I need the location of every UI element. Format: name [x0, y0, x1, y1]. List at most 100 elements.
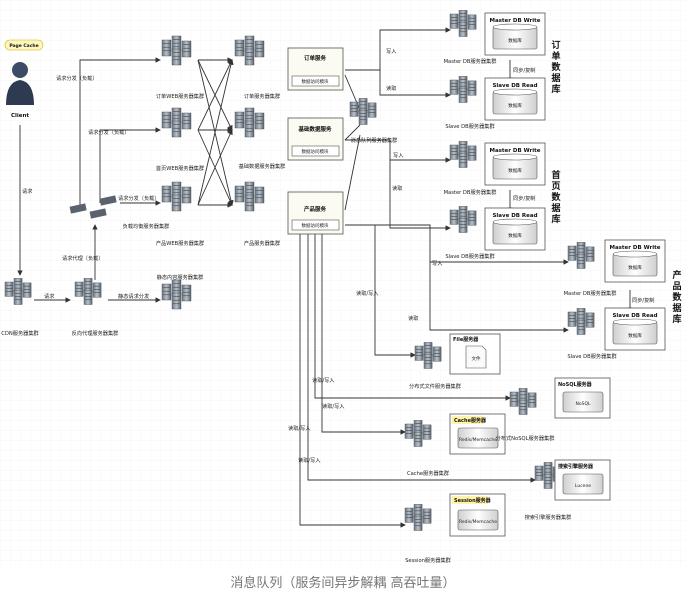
edge-write-label: 写入 [393, 152, 403, 159]
order-web-label: 订单WEB服务器集群 [156, 92, 204, 100]
edge-sync-label: 同步/复制 [513, 66, 536, 74]
svg-text:Master DB Write: Master DB Write [609, 245, 660, 251]
server-tower-icon [576, 253, 586, 269]
svg-text:Slave DB Read: Slave DB Read [612, 313, 657, 319]
server-tower-icon [527, 392, 537, 408]
server-tower-icon [467, 145, 477, 161]
server-tower-icon [585, 312, 595, 328]
server-tower-icon [404, 507, 414, 523]
server-tower-icon [467, 80, 477, 96]
edge-sync-label: 同步/复制 [632, 296, 655, 304]
edge-request-proxy-label: 请求代理（负载） [62, 254, 104, 262]
svg-text:NoSQL服务器: NoSQL服务器 [558, 381, 593, 388]
edge-static-dispatch-label: 静态请求分发 [118, 292, 149, 300]
server-tower-icon [181, 186, 192, 204]
server-tower-icon [413, 515, 423, 531]
order-slave-db: Slave DB Read 数据库 [484, 77, 546, 121]
server-tower-icon [234, 111, 245, 129]
product-service-cluster-label: 产品服务器集群 [244, 239, 280, 247]
data-access-module-label: 数据访问模块 [302, 222, 329, 229]
home-db-group-label: 首页数据库 [551, 169, 561, 225]
edge-write-label: 写入 [386, 48, 396, 55]
server-tower-icon [534, 465, 544, 481]
data-access-module-label: 数据访问模块 [302, 148, 329, 155]
edge-read-label: 读取 [408, 314, 419, 322]
server-tower-icon [22, 282, 32, 298]
svg-text:Lucene: Lucene [575, 483, 591, 489]
server-tower-icon [181, 112, 192, 130]
order-service-cluster-label: 订单服务器集群 [244, 92, 280, 100]
server-tower-icon [458, 21, 468, 37]
search-server-box: 搜索引擎服务器 Lucene [554, 459, 611, 501]
edge-read-write-label: 读取/写入 [298, 456, 321, 464]
server-tower-icon [509, 391, 519, 407]
file-server-box: File服务器 文件 [449, 333, 501, 375]
server-tower-icon [181, 40, 192, 58]
cache-server-box: Cache服务器 Redis/Memcache [449, 413, 506, 455]
svg-text:文件: 文件 [472, 355, 481, 362]
server-tower-icon [254, 112, 265, 130]
reverse-proxy-label: 反向代理服务器集群 [72, 329, 119, 337]
server-tower-icon [467, 14, 477, 30]
server-tower-icon [567, 245, 577, 261]
product-web-label: 产品WEB服务器集群 [156, 239, 204, 247]
server-tower-icon [423, 353, 433, 369]
server-tower-icon [422, 424, 432, 440]
server-tower-icon [234, 185, 245, 203]
svg-text:Page Cache: Page Cache [9, 43, 38, 49]
edge-read-write-label: 读取/写入 [356, 289, 379, 297]
svg-text:Master DB Write: Master DB Write [489, 18, 540, 24]
server-tower-icon [254, 40, 265, 58]
mq-cluster-label: 消息队列服务器集群 [351, 136, 398, 144]
server-tower-icon [449, 144, 459, 160]
server-tower-icon [404, 423, 414, 439]
svg-text:Slave DB Read: Slave DB Read [492, 213, 537, 219]
svg-text:Client: Client [11, 113, 29, 119]
static-cluster-label: 静态内容服务器集群 [157, 273, 204, 281]
order-db-group-label: 订单数据库 [551, 39, 561, 95]
edge-sync-label: 同步/复制 [513, 194, 536, 202]
lb-cluster-label: 负载均衡服务器集群 [123, 222, 170, 230]
server-tower-icon [171, 120, 182, 138]
node-labels: CDN服务器集群 反向代理服务器集群 静态内容服务器集群 负载均衡服务器集群 订… [1, 57, 616, 564]
server-tower-icon [367, 102, 377, 118]
server-tower-icon [244, 194, 255, 212]
nosql-server-box: NoSQL服务器 NoSQL [554, 377, 611, 419]
product-slave-db: Slave DB Read 数据库 [604, 307, 666, 351]
server-tower-icon [74, 281, 84, 297]
edge-read-write-label: 读取/写入 [322, 402, 345, 410]
server-tower-icon [171, 181, 182, 199]
cache-cluster-label: Cache服务器集群 [407, 469, 449, 477]
home-slave-db: Slave DB Read 数据库 [484, 207, 546, 251]
svg-text:File服务器: File服务器 [453, 336, 479, 343]
edge-write-label: 写入 [432, 260, 442, 267]
server-tower-icon [414, 345, 424, 361]
server-tower-icon [423, 342, 433, 357]
svg-text:数据库: 数据库 [508, 37, 522, 44]
server-tower-icon [83, 289, 93, 305]
server-tower-icon [4, 281, 14, 297]
svg-text:Slave DB Read: Slave DB Read [492, 83, 537, 89]
server-tower-icon [358, 109, 368, 125]
server-tower-icon [449, 209, 459, 225]
edge-dispatch-2-label: 请求分发（负载） [88, 128, 130, 136]
svg-text:搜索引擎服务器: 搜索引擎服务器 [558, 463, 594, 470]
connectors [17, 27, 633, 528]
home-slave-cluster-label: Slave DB服务器集群 [445, 252, 494, 260]
server-tower-icon [543, 473, 553, 489]
server-tower-icon [576, 319, 586, 335]
edge-read-write-label: 读取/写入 [312, 376, 335, 384]
server-tower-icon [467, 210, 477, 226]
server-tower-icon [171, 48, 182, 66]
svg-text:Master DB Write: Master DB Write [489, 148, 540, 154]
order-master-cluster-label: Master DB服务器集群 [444, 57, 497, 65]
product-service-box: 产品服务 数据访问模块 [287, 191, 344, 235]
svg-text:数据库: 数据库 [508, 232, 522, 239]
svg-text:数据库: 数据库 [508, 167, 522, 174]
server-tower-icon [518, 399, 528, 415]
server-tower-icon [161, 283, 172, 301]
product-service-title: 产品服务 [304, 205, 327, 213]
edge-dispatch-3-label: 请求分发（负载） [118, 194, 160, 202]
